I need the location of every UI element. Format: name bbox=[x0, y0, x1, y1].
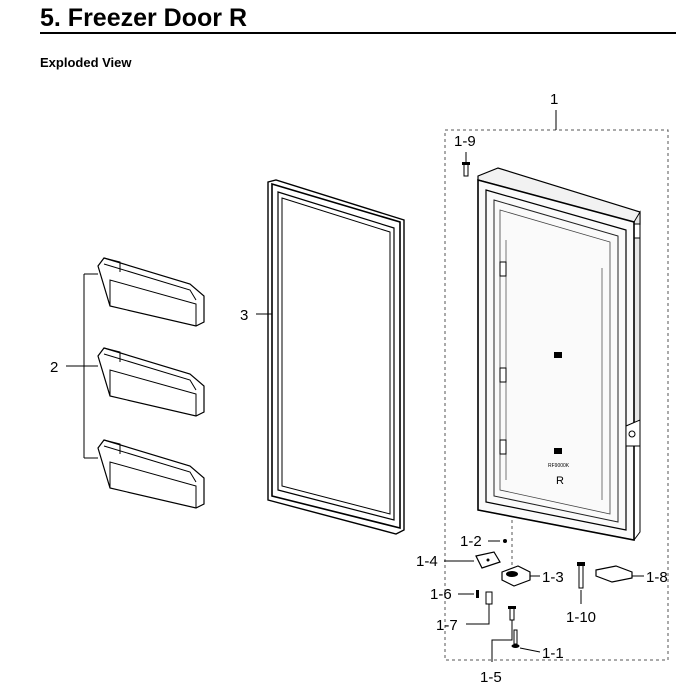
screw-part-1-9 bbox=[462, 162, 470, 177]
part-label-1-8: 1-8 bbox=[646, 569, 668, 586]
bracket-part-1-8 bbox=[595, 565, 633, 583]
part-label-1-9: 1-9 bbox=[454, 133, 476, 150]
door-gasket-part-3 bbox=[267, 179, 405, 535]
title-rule bbox=[40, 32, 676, 34]
leader-2 bbox=[66, 273, 98, 459]
part-label-1-5: 1-5 bbox=[480, 669, 502, 686]
clip-part-1-7 bbox=[485, 591, 493, 605]
part-label-1-4: 1-4 bbox=[416, 553, 438, 570]
part-label-3: 3 bbox=[240, 307, 248, 324]
door-side-marking: R bbox=[556, 475, 564, 487]
screw-part-1-5 bbox=[508, 606, 516, 621]
part-label-1-2: 1-2 bbox=[460, 533, 482, 550]
part-label-1-7: 1-7 bbox=[436, 617, 458, 634]
part-label-1-6: 1-6 bbox=[430, 586, 452, 603]
part-label-1-3: 1-3 bbox=[542, 569, 564, 586]
screw-part-1-2 bbox=[503, 539, 507, 543]
leader-1-7 bbox=[466, 604, 490, 625]
leader-1-1 bbox=[519, 647, 541, 653]
door-bin-bottom bbox=[97, 439, 205, 509]
pin-part-1-10 bbox=[577, 562, 585, 589]
screw-part-1-6 bbox=[476, 590, 479, 598]
part-label-1-1: 1-1 bbox=[542, 645, 564, 662]
door-model-marking: RF9000K bbox=[548, 463, 570, 469]
part-label-1: 1 bbox=[550, 91, 558, 108]
part-label-2: 2 bbox=[50, 359, 58, 376]
door-bin-middle bbox=[97, 347, 205, 417]
assembly-boundary-1 bbox=[444, 129, 669, 661]
screw-part-1-1 bbox=[511, 629, 520, 648]
freezer-door-part-1: RF9000K R bbox=[477, 167, 641, 541]
page-title: 5. Freezer Door R bbox=[40, 4, 248, 32]
part-label-1-10: 1-10 bbox=[566, 609, 596, 626]
door-bin-top bbox=[97, 257, 205, 327]
leader-1-5 bbox=[491, 620, 513, 662]
section-subtitle: Exploded View bbox=[40, 55, 132, 70]
